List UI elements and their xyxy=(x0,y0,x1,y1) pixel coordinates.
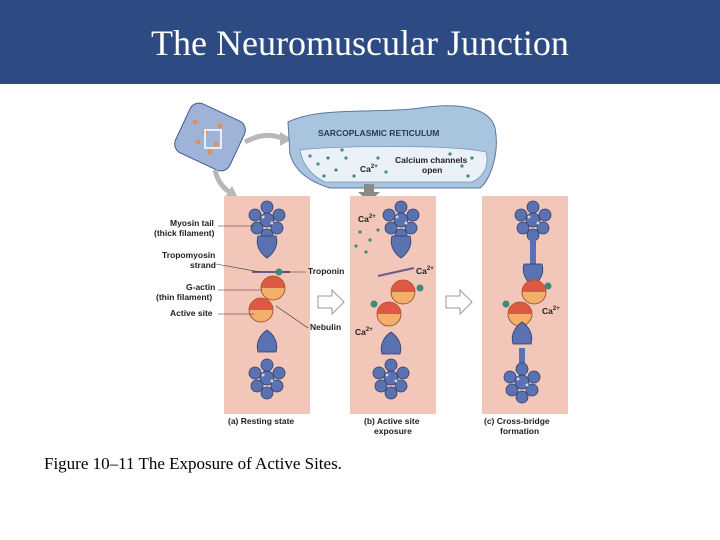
ca-panel-c-label: Ca2+ xyxy=(542,306,560,316)
ca-panel-b-bottom-label: Ca2+ xyxy=(355,327,373,337)
ca-panel-b-top-label: Ca2+ xyxy=(358,214,376,224)
active-site-label: Active site xyxy=(170,308,213,318)
panel-b-active-site-exposure: Ca2+ Ca2+ Ca2+ xyxy=(354,200,434,400)
myosin-tail-label: Myosin tail xyxy=(170,218,214,228)
slide-title-bar: The Neuromuscular Junction xyxy=(0,0,720,84)
zoom-arrow-sr xyxy=(243,132,283,145)
panel-b-caption-line2: exposure xyxy=(374,426,412,436)
left-labels: Myosin tail (thick filament) Tropomyosin… xyxy=(154,218,344,332)
panel-c-cross-bridge-formation: Ca2+ xyxy=(502,200,560,404)
panel-b-caption-line1: (b) Active site xyxy=(364,416,420,426)
g-actin-label: G-actin xyxy=(186,282,215,292)
tropomyosin-label: Tropomyosin xyxy=(162,250,215,260)
active-site-figure: SARCOPLASMIC RETICULUM Calcium channels … xyxy=(150,92,570,442)
sarcoplasmic-reticulum: SARCOPLASMIC RETICULUM Calcium channels … xyxy=(287,105,497,202)
calcium-channels-label: Calcium channels xyxy=(395,155,468,165)
thin-filament-label: (thin filament) xyxy=(156,292,212,302)
slide-title: The Neuromuscular Junction xyxy=(151,23,569,63)
channel-arrow-stem xyxy=(364,184,374,194)
calcium-channels-open-label: open xyxy=(422,165,442,175)
panel-a-caption: (a) Resting state xyxy=(228,416,294,426)
ca-sr-label: Ca2+ xyxy=(360,164,378,174)
nebulin-label: Nebulin xyxy=(310,322,341,332)
figure-svg: SARCOPLASMIC RETICULUM Calcium channels … xyxy=(154,102,568,436)
sarcoplasmic-reticulum-label: SARCOPLASMIC RETICULUM xyxy=(318,128,439,138)
panel-c-caption-line1: (c) Cross-bridge xyxy=(484,416,550,426)
transition-arrow-b-c xyxy=(445,288,473,316)
troponin-label: Troponin xyxy=(308,266,344,276)
thick-filament-label: (thick filament) xyxy=(154,228,215,238)
panel-c-caption-line2: formation xyxy=(500,426,539,436)
figure-caption: Figure 10–11 The Exposure of Active Site… xyxy=(44,454,342,473)
tropomyosin-strand-label: strand xyxy=(190,260,216,270)
ca-panel-b-right-label: Ca2+ xyxy=(416,266,434,276)
transition-arrow-a-b xyxy=(317,288,345,316)
myofibril-icon xyxy=(174,102,246,172)
